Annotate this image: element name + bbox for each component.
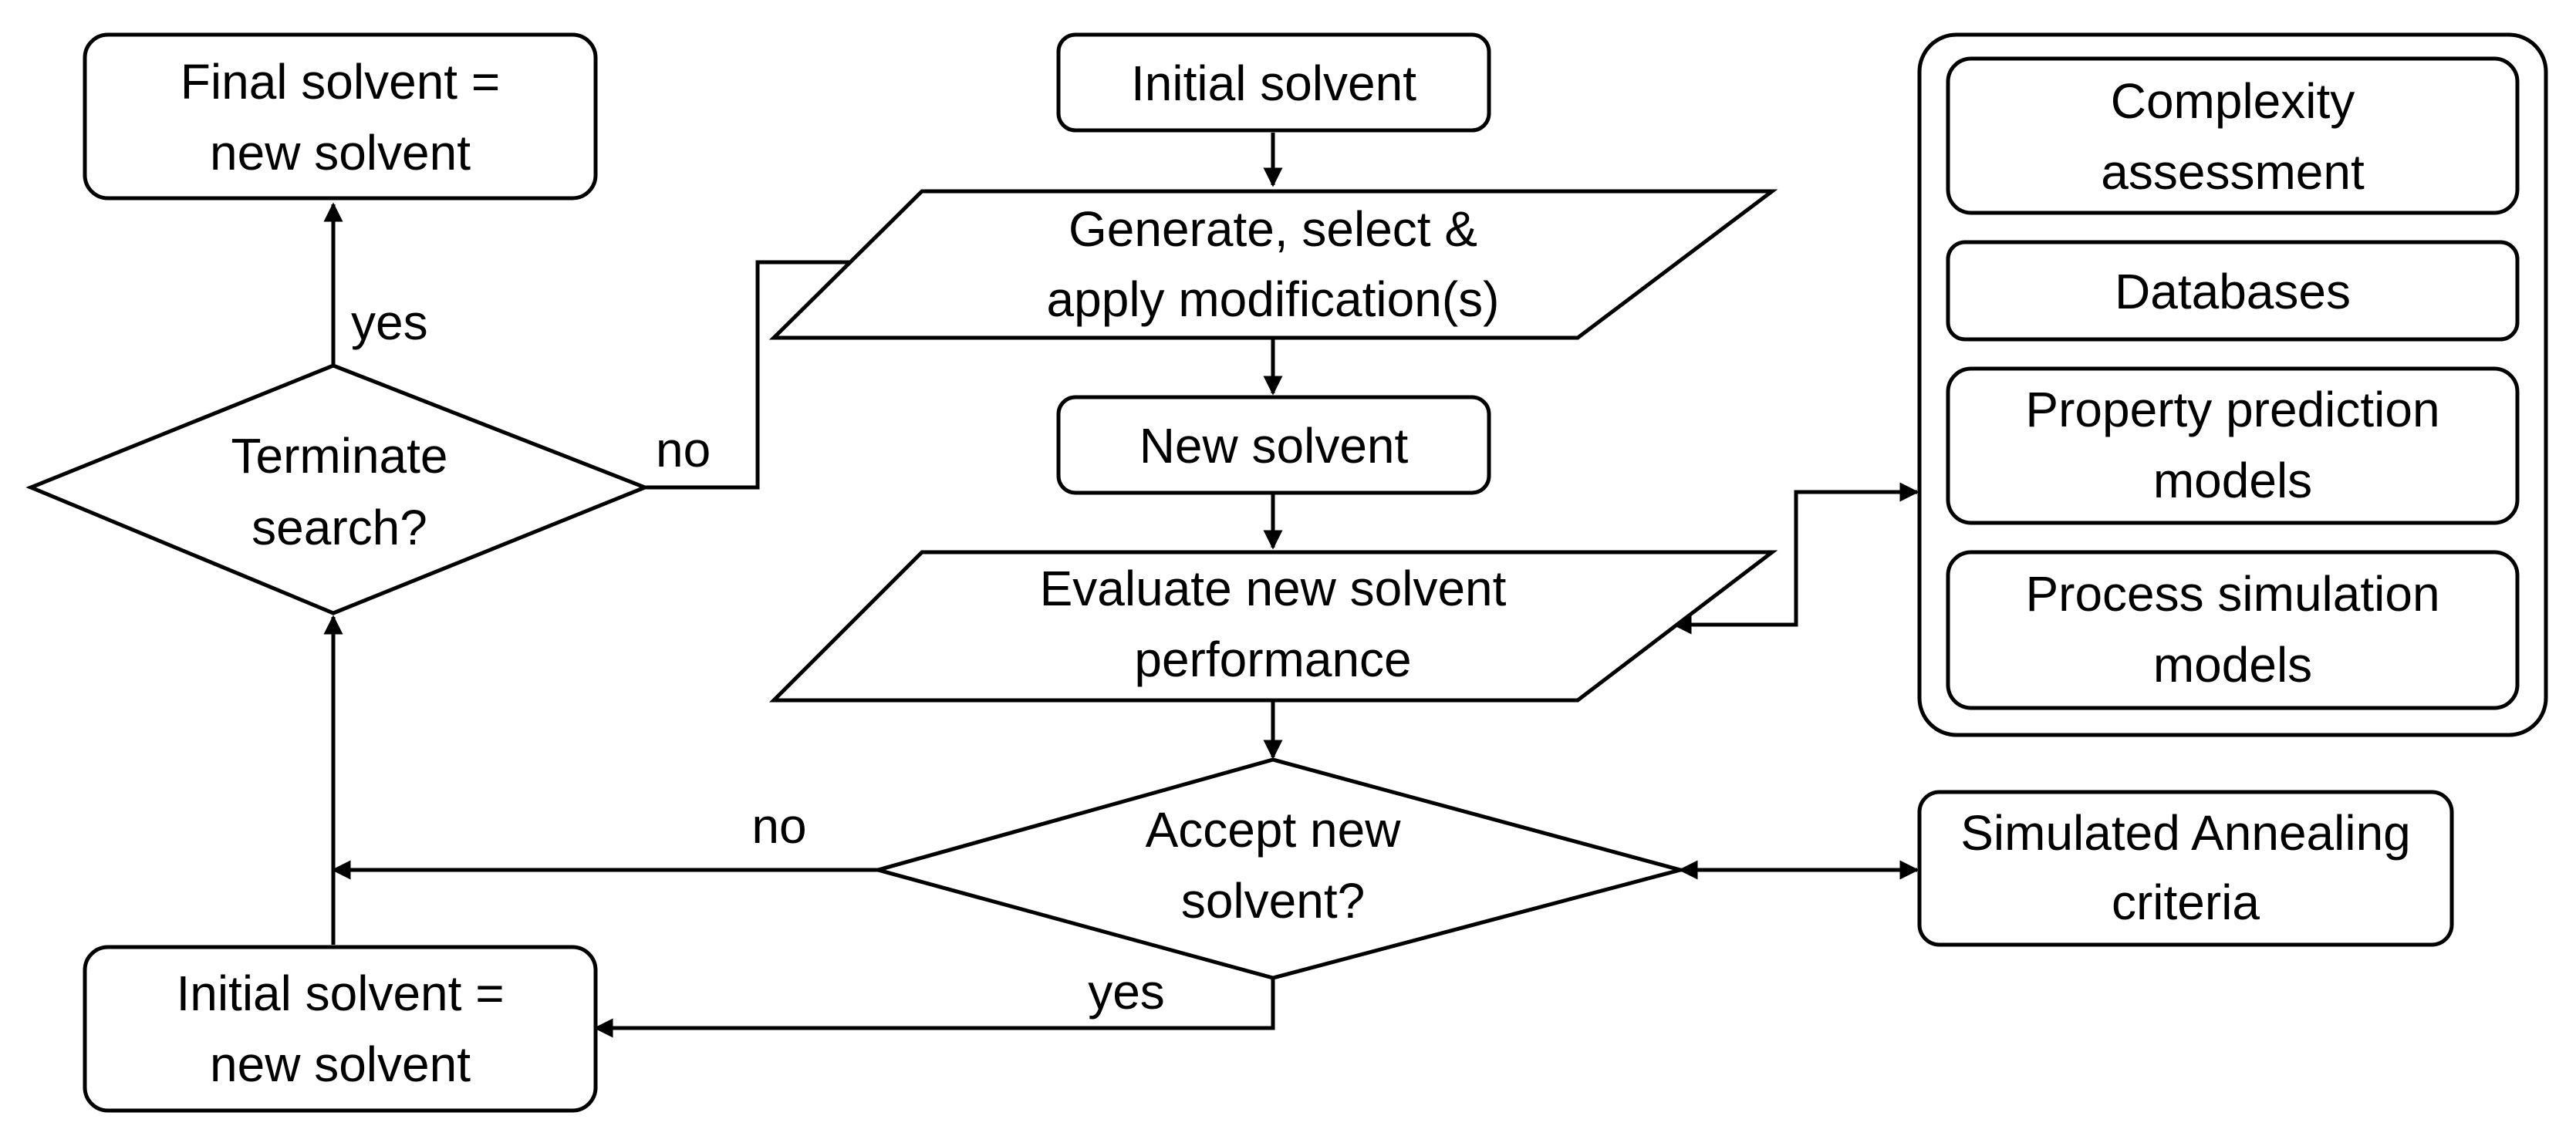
arrow-tools-evaluate-bidirectional: [1672, 482, 1919, 635]
terminate-yes-label: yes: [351, 295, 428, 350]
accept-no-label: no: [751, 798, 806, 854]
simulated-annealing-box: Simulated Annealing criteria: [1917, 790, 2454, 947]
generate-line2: apply modification(s): [1047, 271, 1500, 327]
initial-solvent-box: Initial solvent: [1056, 32, 1491, 133]
property-prediction-line1: Property prediction: [2025, 382, 2439, 437]
generate-line1: Generate, select &: [1069, 201, 1477, 257]
new-solvent-box: New solvent: [1056, 395, 1491, 495]
complexity-assessment-box: Complexity assessment: [1946, 56, 2520, 215]
initial-solvent-label: Initial solvent: [1131, 56, 1416, 111]
simulated-annealing-line1: Simulated Annealing: [1960, 805, 2411, 861]
process-simulation-box: Process simulation models: [1946, 550, 2520, 710]
terminate-line2: search?: [252, 500, 427, 555]
property-prediction-box: Property prediction models: [1946, 366, 2520, 525]
terminate-line1: Terminate: [231, 428, 448, 484]
terminate-search-decision: Terminate search?: [25, 363, 650, 615]
accept-new-solvent-decision: Accept new solvent?: [870, 757, 1688, 980]
evaluate-line2: performance: [1134, 632, 1411, 687]
tools-container: Complexity assessment Databases Property…: [1917, 32, 2548, 737]
initial-equals-new-line2: new solvent: [210, 1037, 471, 1092]
complexity-line2: assessment: [2101, 144, 2365, 200]
final-solvent-line1: Final solvent =: [181, 54, 500, 110]
initial-equals-new-box: Initial solvent = new solvent: [83, 945, 598, 1113]
final-solvent-line2: new solvent: [210, 125, 471, 180]
process-simulation-line1: Process simulation: [2025, 566, 2439, 622]
generate-modification-parallelogram: Generate, select & apply modification(s): [768, 189, 1778, 340]
databases-label: Databases: [2115, 264, 2351, 319]
evaluate-performance-parallelogram: Evaluate new solvent performance: [768, 550, 1778, 703]
accept-line2: solvent?: [1181, 873, 1365, 929]
evaluate-line1: Evaluate new solvent: [1040, 561, 1507, 616]
complexity-line1: Complexity: [2111, 73, 2355, 129]
property-prediction-line2: models: [2153, 453, 2312, 508]
edge-labels: yes no no yes: [351, 295, 1165, 1020]
arrow-accept-yes-to-initial-equals-new: [593, 979, 1275, 1038]
new-solvent-label: New solvent: [1139, 418, 1409, 474]
accept-line1: Accept new: [1146, 802, 1402, 858]
initial-equals-new-line1: Initial solvent =: [176, 966, 504, 1021]
terminate-no-label: no: [656, 422, 711, 477]
connectors: [323, 133, 1919, 1038]
process-simulation-line2: models: [2153, 637, 2312, 693]
arrow-terminate-no-to-generate: [645, 252, 878, 490]
accept-yes-label: yes: [1088, 964, 1165, 1020]
final-solvent-box: Final solvent = new solvent: [83, 32, 598, 201]
databases-box: Databases: [1946, 240, 2520, 342]
simulated-annealing-line2: criteria: [2112, 875, 2260, 930]
